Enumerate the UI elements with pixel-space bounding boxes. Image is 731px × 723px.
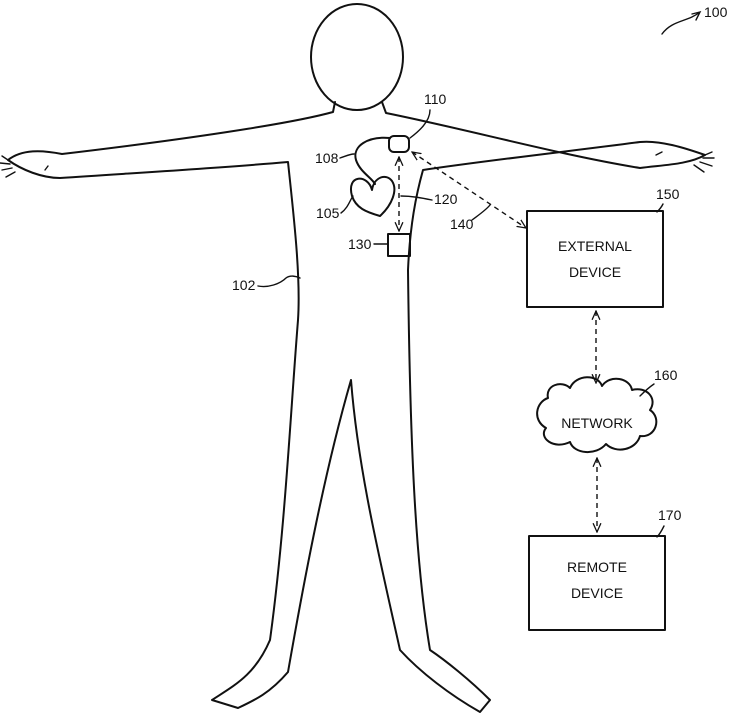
ref-160: 160 [654, 367, 678, 383]
remote-device-line2: DEVICE [571, 585, 623, 601]
head [311, 4, 403, 110]
ref-140-leader [472, 205, 490, 220]
ref-105-leader [341, 196, 353, 213]
reference-labels: 100 110 108 105 120 140 130 150 102 160 … [232, 4, 728, 537]
ref-170: 170 [658, 507, 682, 523]
ref-110: 110 [424, 91, 447, 107]
ref-130: 130 [348, 236, 372, 252]
ref-102: 102 [232, 277, 256, 293]
remote-device-box [529, 536, 665, 630]
body-outline [8, 102, 705, 712]
ref-108: 108 [315, 150, 339, 166]
external-device-box [527, 211, 663, 307]
ref-140: 140 [450, 216, 474, 232]
sensor-box [388, 234, 410, 256]
ref-100: 100 [704, 4, 728, 20]
ref-120: 120 [434, 191, 458, 207]
remote-device-line1: REMOTE [567, 559, 627, 575]
network-label: NETWORK [561, 415, 633, 431]
left-hand-fingers [0, 156, 48, 177]
external-device-line1: EXTERNAL [558, 238, 632, 254]
human-body [0, 4, 714, 712]
ref-108-leader [340, 154, 354, 158]
ref-150: 150 [656, 186, 680, 202]
implant-device [389, 136, 409, 152]
ref-105: 105 [316, 205, 340, 221]
ref-110-leader [410, 110, 430, 138]
heart-outline [351, 177, 394, 216]
ref-102-leader [258, 276, 300, 286]
external-device-line2: DEVICE [569, 264, 621, 280]
ref-100-arrow [662, 12, 700, 34]
